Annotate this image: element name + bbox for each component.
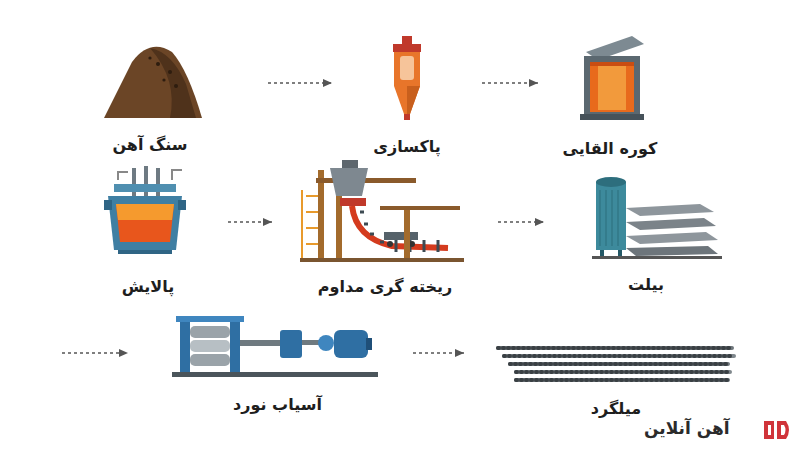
rolling-mill-icon: [172, 316, 378, 377]
cyclone-icon: [393, 36, 421, 120]
step-label: پاکسازی: [371, 137, 442, 156]
flow-arrow: [228, 221, 272, 223]
watermark: آهن آنلاین: [642, 418, 732, 438]
billet-icon: [592, 177, 722, 259]
logo-icon: [764, 421, 789, 439]
step-label: میلگرد: [589, 399, 643, 418]
ladle-furnace-icon: [104, 166, 186, 254]
rebar-icon: [498, 348, 734, 380]
continuous-caster-icon: [300, 160, 464, 262]
flow-arrow: [268, 82, 332, 84]
flow-arrow: [498, 221, 544, 223]
induction-furnace-icon: [580, 36, 644, 120]
iron-ore-icon: [104, 47, 202, 118]
flow-arrow: [482, 82, 538, 84]
process-step: آسیاب نورد: [150, 310, 405, 418]
flow-arrow: [413, 352, 464, 354]
process-step: سنگ آهن: [40, 28, 260, 158]
process-step: پاکسازی: [340, 28, 474, 160]
process-step: پالایش: [76, 164, 220, 300]
step-label: بیلت: [626, 275, 666, 294]
process-step: میلگرد: [472, 330, 760, 422]
process-step: ریخته گری مداوم: [280, 156, 490, 300]
step-label: سنگ آهن: [110, 135, 189, 154]
step-label: آسیاب نورد: [231, 395, 324, 414]
process-step: بیلت: [552, 164, 740, 298]
step-label: کوره القایی: [561, 139, 660, 158]
step-label: پالایش: [120, 277, 177, 296]
step-label: ریخته گری مداوم: [316, 277, 454, 296]
lead-arrow: [62, 352, 128, 354]
process-step: کوره القایی: [546, 28, 674, 162]
